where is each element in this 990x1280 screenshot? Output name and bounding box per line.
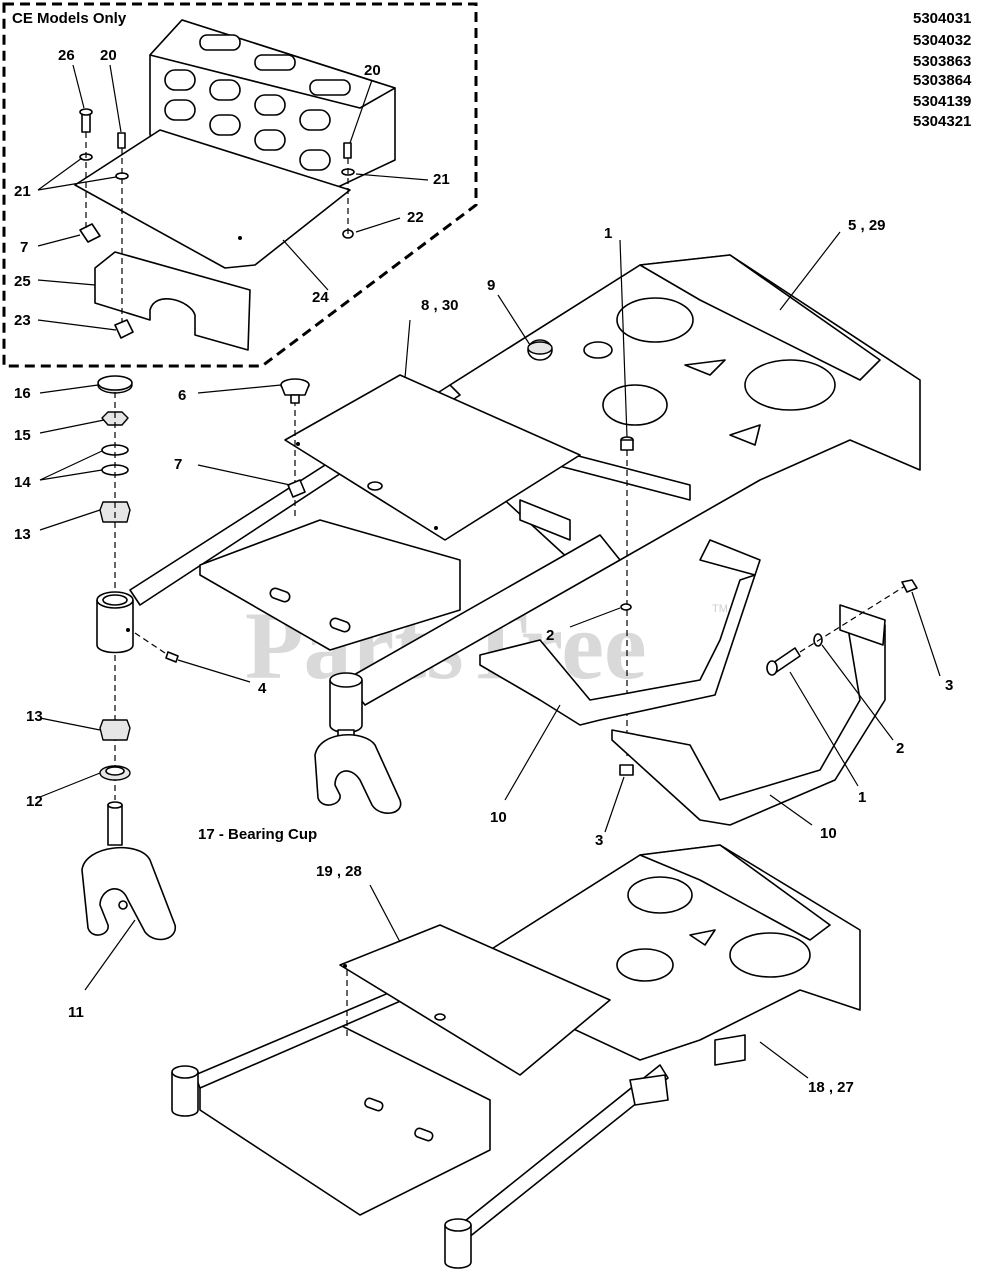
model-number: 5304321 bbox=[913, 113, 971, 130]
callout-9: 9 bbox=[487, 277, 495, 294]
callout-5-29: 5 , 29 bbox=[848, 217, 886, 234]
ce-guard-assembly bbox=[74, 19, 396, 351]
callout-1: 1 bbox=[858, 789, 866, 806]
callout-labels: 26 20 20 21 21 22 7 25 24 23 1 5 , 29 9 … bbox=[14, 47, 953, 1096]
callout-14: 14 bbox=[14, 474, 31, 491]
callout-24: 24 bbox=[312, 289, 329, 306]
model-number: 5304032 bbox=[913, 32, 971, 49]
callout-1: 1 bbox=[604, 225, 612, 242]
caster-assembly bbox=[81, 375, 179, 941]
callout-20: 20 bbox=[364, 62, 381, 79]
callout-16: 16 bbox=[14, 385, 31, 402]
callout-7: 7 bbox=[174, 456, 182, 473]
callout-3: 3 bbox=[595, 832, 603, 849]
lower-frame-assembly bbox=[171, 844, 861, 1269]
callout-2: 2 bbox=[896, 740, 904, 757]
callout-10: 10 bbox=[820, 825, 837, 842]
model-number: 5303863 bbox=[913, 53, 971, 70]
callout-18-27: 18 , 27 bbox=[808, 1079, 854, 1096]
callout-2: 2 bbox=[546, 627, 554, 644]
callout-21: 21 bbox=[433, 171, 450, 188]
model-number: 5304139 bbox=[913, 93, 971, 110]
model-number: 5303864 bbox=[913, 72, 972, 89]
callout-6: 6 bbox=[178, 387, 186, 404]
callout-25: 25 bbox=[14, 273, 31, 290]
callout-11: 11 bbox=[68, 1004, 84, 1021]
leader-lines bbox=[37, 64, 941, 1079]
callout-15: 15 bbox=[14, 427, 31, 444]
callout-20: 20 bbox=[100, 47, 117, 64]
ce-models-box bbox=[2, 2, 478, 368]
callout-13: 13 bbox=[14, 526, 31, 543]
callout-26: 26 bbox=[58, 47, 75, 64]
trademark: TM bbox=[712, 603, 728, 615]
ce-models-title: CE Models Only bbox=[12, 10, 127, 27]
callout-7: 7 bbox=[20, 239, 28, 256]
callout-3: 3 bbox=[945, 677, 953, 694]
main-frame-assembly bbox=[129, 239, 921, 826]
callout-23: 23 bbox=[14, 312, 31, 329]
callout-13: 13 bbox=[26, 708, 43, 725]
callout-22: 22 bbox=[407, 209, 424, 226]
model-number: 5304031 bbox=[913, 10, 971, 27]
callout-19-28: 19 , 28 bbox=[316, 863, 362, 880]
model-number-list: 5304031 5304032 5303863 5303864 5304139 … bbox=[913, 10, 972, 130]
callout-4: 4 bbox=[258, 680, 267, 697]
callout-8-30: 8 , 30 bbox=[421, 297, 459, 314]
callout-12: 12 bbox=[26, 793, 43, 810]
bearing-cup-note: 17 - Bearing Cup bbox=[198, 826, 317, 843]
callout-21: 21 bbox=[14, 183, 31, 200]
callout-10: 10 bbox=[490, 809, 507, 826]
